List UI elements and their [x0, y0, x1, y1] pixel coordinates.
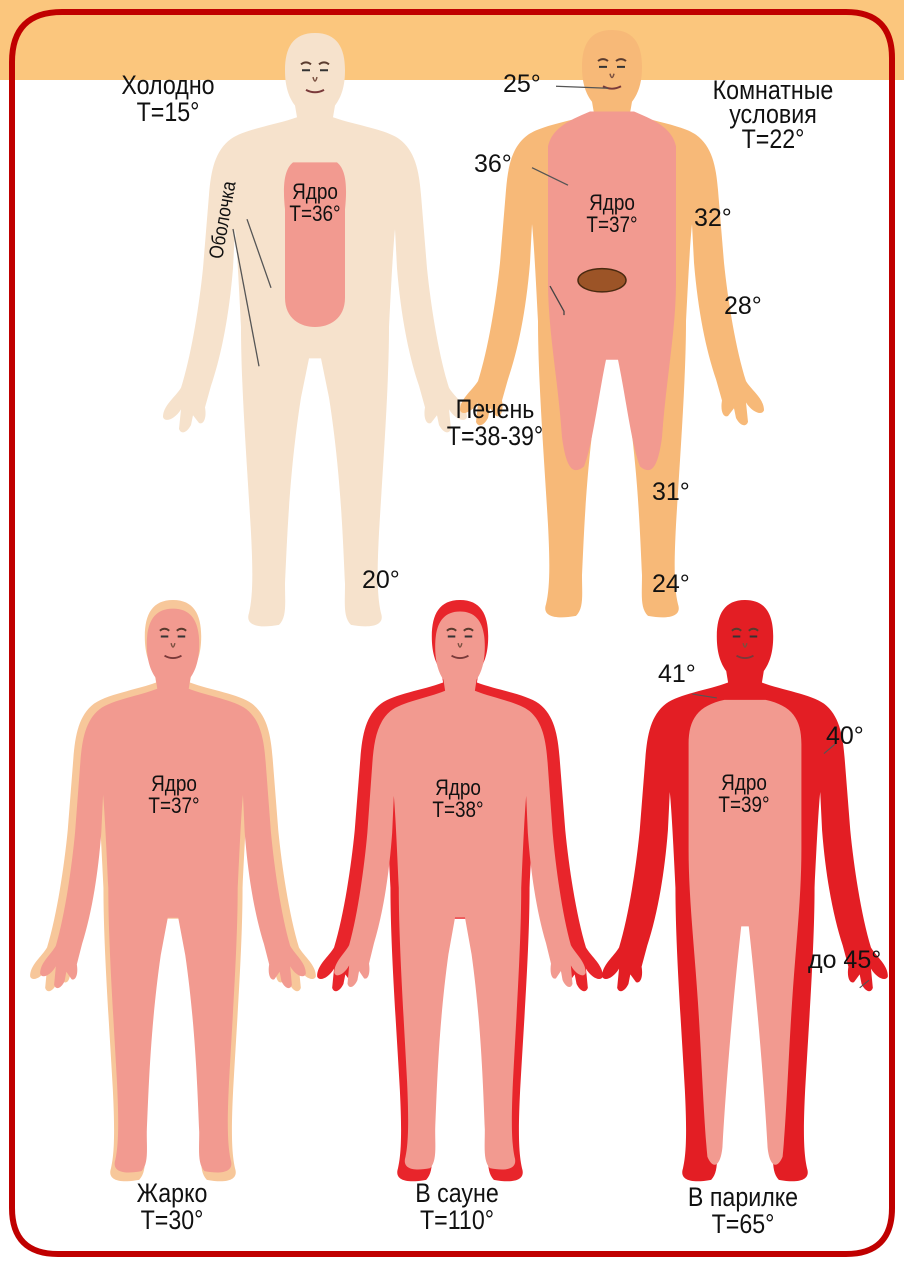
condition-label-steam: В парилке T=65°: [679, 1184, 808, 1238]
core-label-hot: Ядро T=37°: [140, 773, 209, 817]
temp-steam-arm: 40°: [826, 722, 864, 751]
figure-hot: [30, 600, 316, 1181]
temp-room-shoulder: 36°: [474, 150, 512, 179]
condition-label-cold: Холодно T=15°: [112, 72, 224, 126]
temp-room-arm: 32°: [694, 204, 732, 233]
temp-cold-feet: 20°: [362, 566, 400, 595]
temp-room-face: 25°: [503, 70, 541, 99]
condition-label-sauna: В сауне T=110°: [401, 1180, 513, 1234]
condition-label-hot: Жарко T=30°: [120, 1180, 223, 1234]
figure-steam: [602, 600, 888, 1181]
hot-core: [40, 609, 306, 1173]
condition-label-room: Комнатные условия T=22°: [700, 78, 846, 151]
temp-steam-hand: до 45°: [808, 946, 881, 975]
temp-room-shin: 31°: [652, 478, 690, 507]
core-label-steam: Ядро T=39°: [710, 772, 779, 816]
figure-sauna: [317, 600, 603, 1181]
core-label-cold: Ядро T=36°: [281, 181, 350, 225]
sauna-core: [334, 612, 585, 1170]
temp-steam-neck: 41°: [658, 660, 696, 689]
core-label-room: Ядро T=37°: [578, 192, 647, 236]
core-label-sauna: Ядро T=38°: [424, 777, 493, 821]
temp-room-foot: 24°: [652, 570, 690, 599]
temp-room-hand: 28°: [724, 292, 762, 321]
liver: [578, 269, 626, 292]
liver-label: Печень T=38-39°: [439, 396, 551, 450]
